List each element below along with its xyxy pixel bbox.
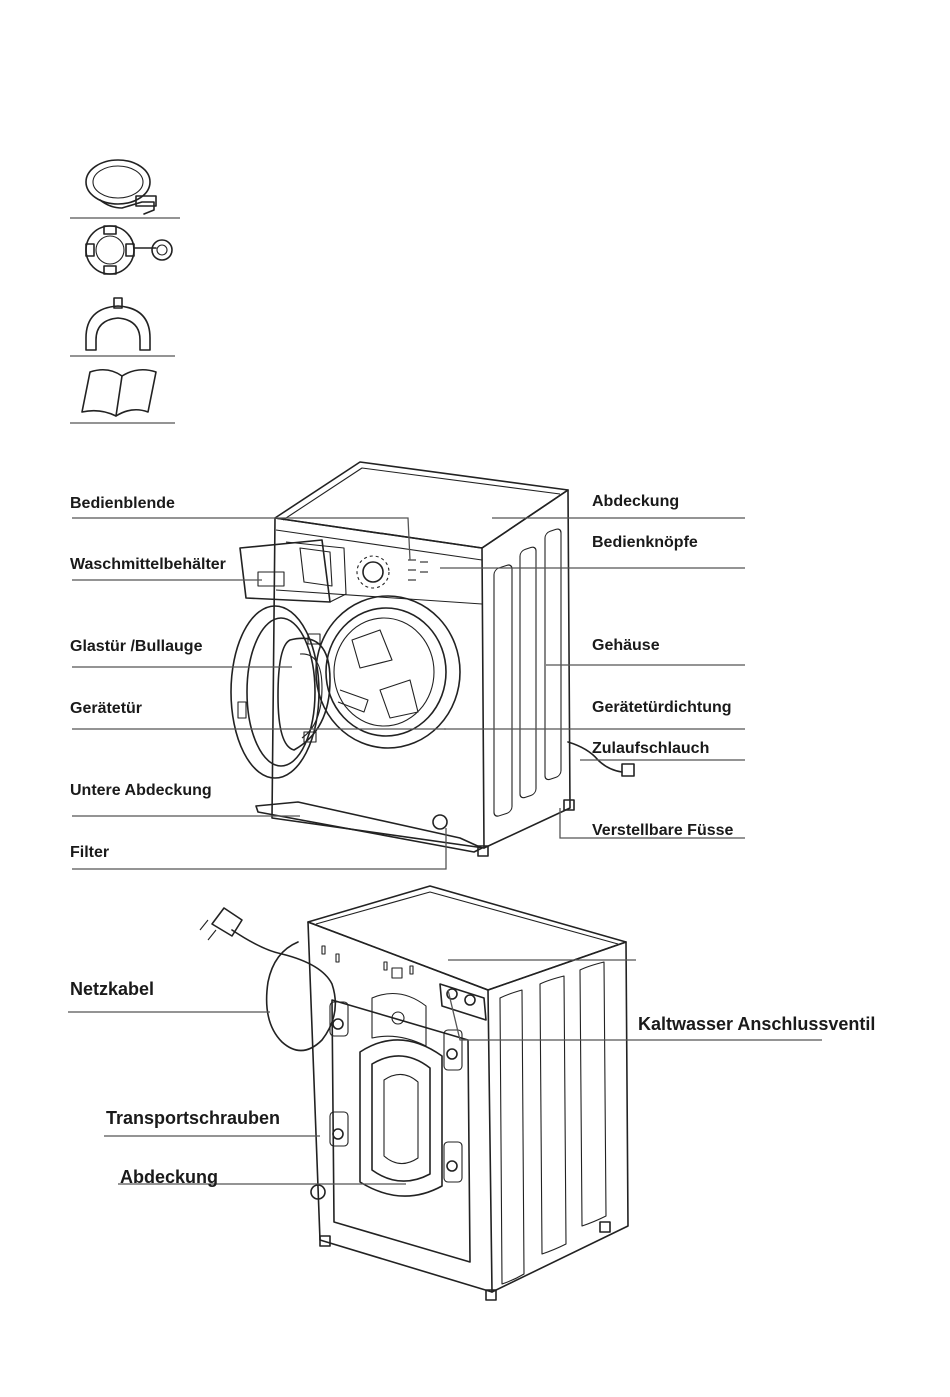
label-adjustable-feet: Verstellbare Füsse	[592, 822, 734, 839]
accessory-transport-bolt-cap-icon	[86, 226, 172, 274]
label-glass-door: Glastür /Bullauge	[70, 638, 203, 655]
accessory-inlet-hose-icon	[86, 160, 156, 214]
label-rear-cover: Abdeckung	[120, 1167, 218, 1187]
label-top-cover: Abdeckung	[592, 493, 679, 510]
label-door-seal: Gerätetürdichtung	[592, 699, 732, 716]
label-power-cable: Netzkabel	[70, 979, 154, 999]
label-filter: Filter	[70, 844, 109, 861]
label-control-panel: Bedienblende	[70, 495, 175, 512]
accessory-hose-bracket-icon	[86, 298, 150, 350]
label-transport-bolts: Transportschrauben	[106, 1108, 280, 1128]
label-appliance-door: Gerätetür	[70, 700, 142, 717]
rear-leader-lines	[68, 960, 822, 1184]
label-detergent-drawer: Waschmittelbehälter	[70, 556, 226, 573]
rear-machine-illustration	[200, 886, 628, 1300]
label-housing: Gehäuse	[592, 637, 660, 654]
front-machine-illustration	[231, 462, 634, 856]
label-lower-cover: Untere Abdeckung	[70, 782, 212, 799]
label-cold-water-valve: Kaltwasser Anschlussventil	[638, 1014, 875, 1034]
label-inlet-hose: Zulaufschlauch	[592, 740, 709, 757]
label-control-knobs: Bedienknöpfe	[592, 534, 698, 551]
accessory-manual-book-icon	[82, 370, 156, 416]
